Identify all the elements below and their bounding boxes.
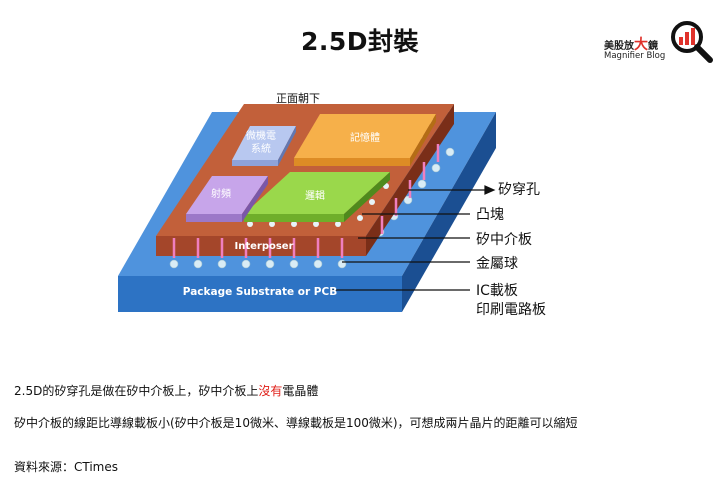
brand-logo[interactable]: 美股放大鏡 Magnifier Blog: [604, 20, 716, 64]
note-highlight: 沒有: [258, 384, 283, 398]
logic-chip-top: [244, 172, 390, 214]
face-down-label: 正面朝下: [276, 92, 320, 105]
note-line-1: 2.5D的矽穿孔是做在矽中介板上，矽中介板上沒有電晶體: [14, 384, 319, 398]
callout-substrate: IC載板 印刷電路板: [476, 282, 546, 320]
rf-chip-label: 射頻: [211, 189, 231, 200]
logic-chip-right: [344, 172, 390, 222]
callout-tsv: 矽穿孔: [498, 182, 540, 198]
substrate-front: [118, 276, 402, 312]
package-diagram: [118, 104, 496, 312]
page-title: 2.5D封裝: [300, 27, 420, 56]
logo-chinese-name: 美股放大鏡: [604, 37, 658, 53]
interposer-front: [156, 236, 366, 256]
rf-chip-top: [186, 176, 268, 214]
callout-ball: 金屬球: [476, 256, 518, 272]
mems-chip-front: [232, 160, 278, 166]
mems-chip-top: [232, 126, 296, 160]
callout-lines: [330, 185, 496, 291]
memory-chip-label: 記憶體: [350, 133, 380, 144]
logo-english-name: Magnifier Blog: [604, 51, 666, 61]
tsv-pins: [172, 144, 440, 258]
logic-chip-front: [244, 214, 344, 222]
magnifier-chart-icon: [671, 21, 713, 63]
callout-substrate-line2: 印刷電路板: [476, 302, 546, 318]
callout-interposer: 矽中介板: [476, 232, 532, 248]
source-note: 資料來源：CTimes: [14, 460, 118, 474]
mems-chip-right: [278, 126, 296, 166]
interposer-label: Interposer: [234, 241, 294, 252]
rf-chip-right: [242, 176, 268, 222]
note-line-2: 矽中介板的線距比導線載板小(矽中介板是10微米、導線載板是100微米)，可想成兩…: [14, 416, 578, 430]
rf-chip-front: [186, 214, 242, 222]
callout-substrate-line1: IC載板: [476, 283, 518, 299]
memory-chip-front: [294, 158, 410, 166]
memory-chip-top: [294, 114, 436, 158]
substrate-label: Package Substrate or PCB: [182, 286, 338, 298]
callout-bump: 凸塊: [476, 207, 504, 223]
logic-chip-label: 邏輯: [305, 191, 325, 202]
mems-chip-label: 微機電 系統: [246, 131, 276, 155]
memory-chip-right: [410, 114, 436, 166]
